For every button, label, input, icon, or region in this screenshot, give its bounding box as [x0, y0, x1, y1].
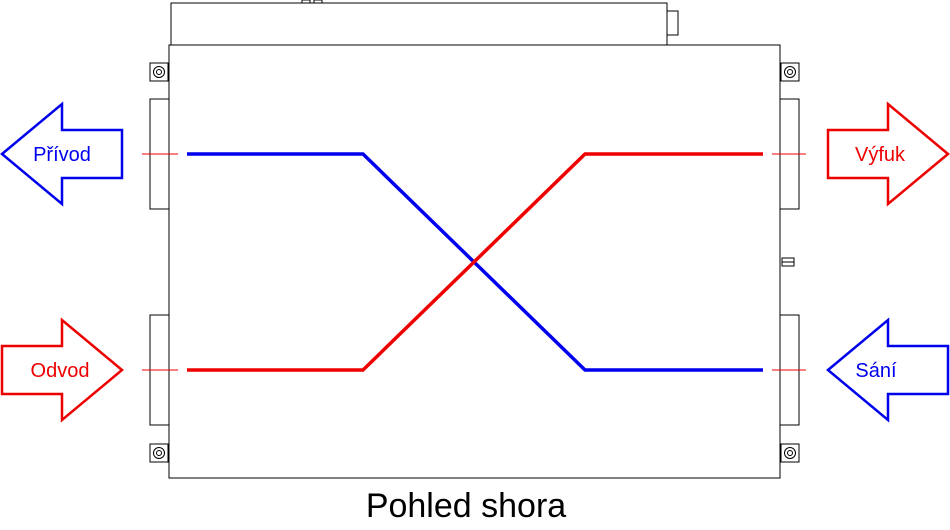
- arrow-right-icon: [826, 101, 950, 207]
- left-duct-ports: [149, 98, 170, 426]
- label-privod: Přívod: [33, 144, 91, 166]
- right-duct-ports: [779, 98, 800, 426]
- bracket-icon: [780, 62, 800, 82]
- label-sani: Sání: [855, 360, 897, 382]
- bracket-icon: [149, 443, 169, 463]
- port-center-marks: [142, 153, 806, 371]
- label-odvod: Odvod: [31, 360, 90, 382]
- view-caption: Pohled shora: [366, 487, 566, 525]
- arrow-right-icon: [0, 317, 124, 423]
- arrow-left-icon: [0, 101, 124, 207]
- mounting-brackets: [149, 62, 800, 463]
- label-vyfuk: Výfuk: [855, 144, 906, 166]
- arrow-odvod: Odvod: [0, 317, 124, 423]
- arrow-sani: Sání: [826, 317, 950, 423]
- arrow-privod: Přívod: [0, 101, 124, 207]
- unit-body: [168, 44, 781, 479]
- bracket-icon: [780, 443, 800, 463]
- top-connection-box: [170, 0, 679, 46]
- arrow-vyfuk: Výfuk: [826, 101, 950, 207]
- exhaust-airflow-line: [187, 152, 763, 372]
- bracket-icon: [149, 62, 169, 82]
- arrow-left-icon: [826, 317, 950, 423]
